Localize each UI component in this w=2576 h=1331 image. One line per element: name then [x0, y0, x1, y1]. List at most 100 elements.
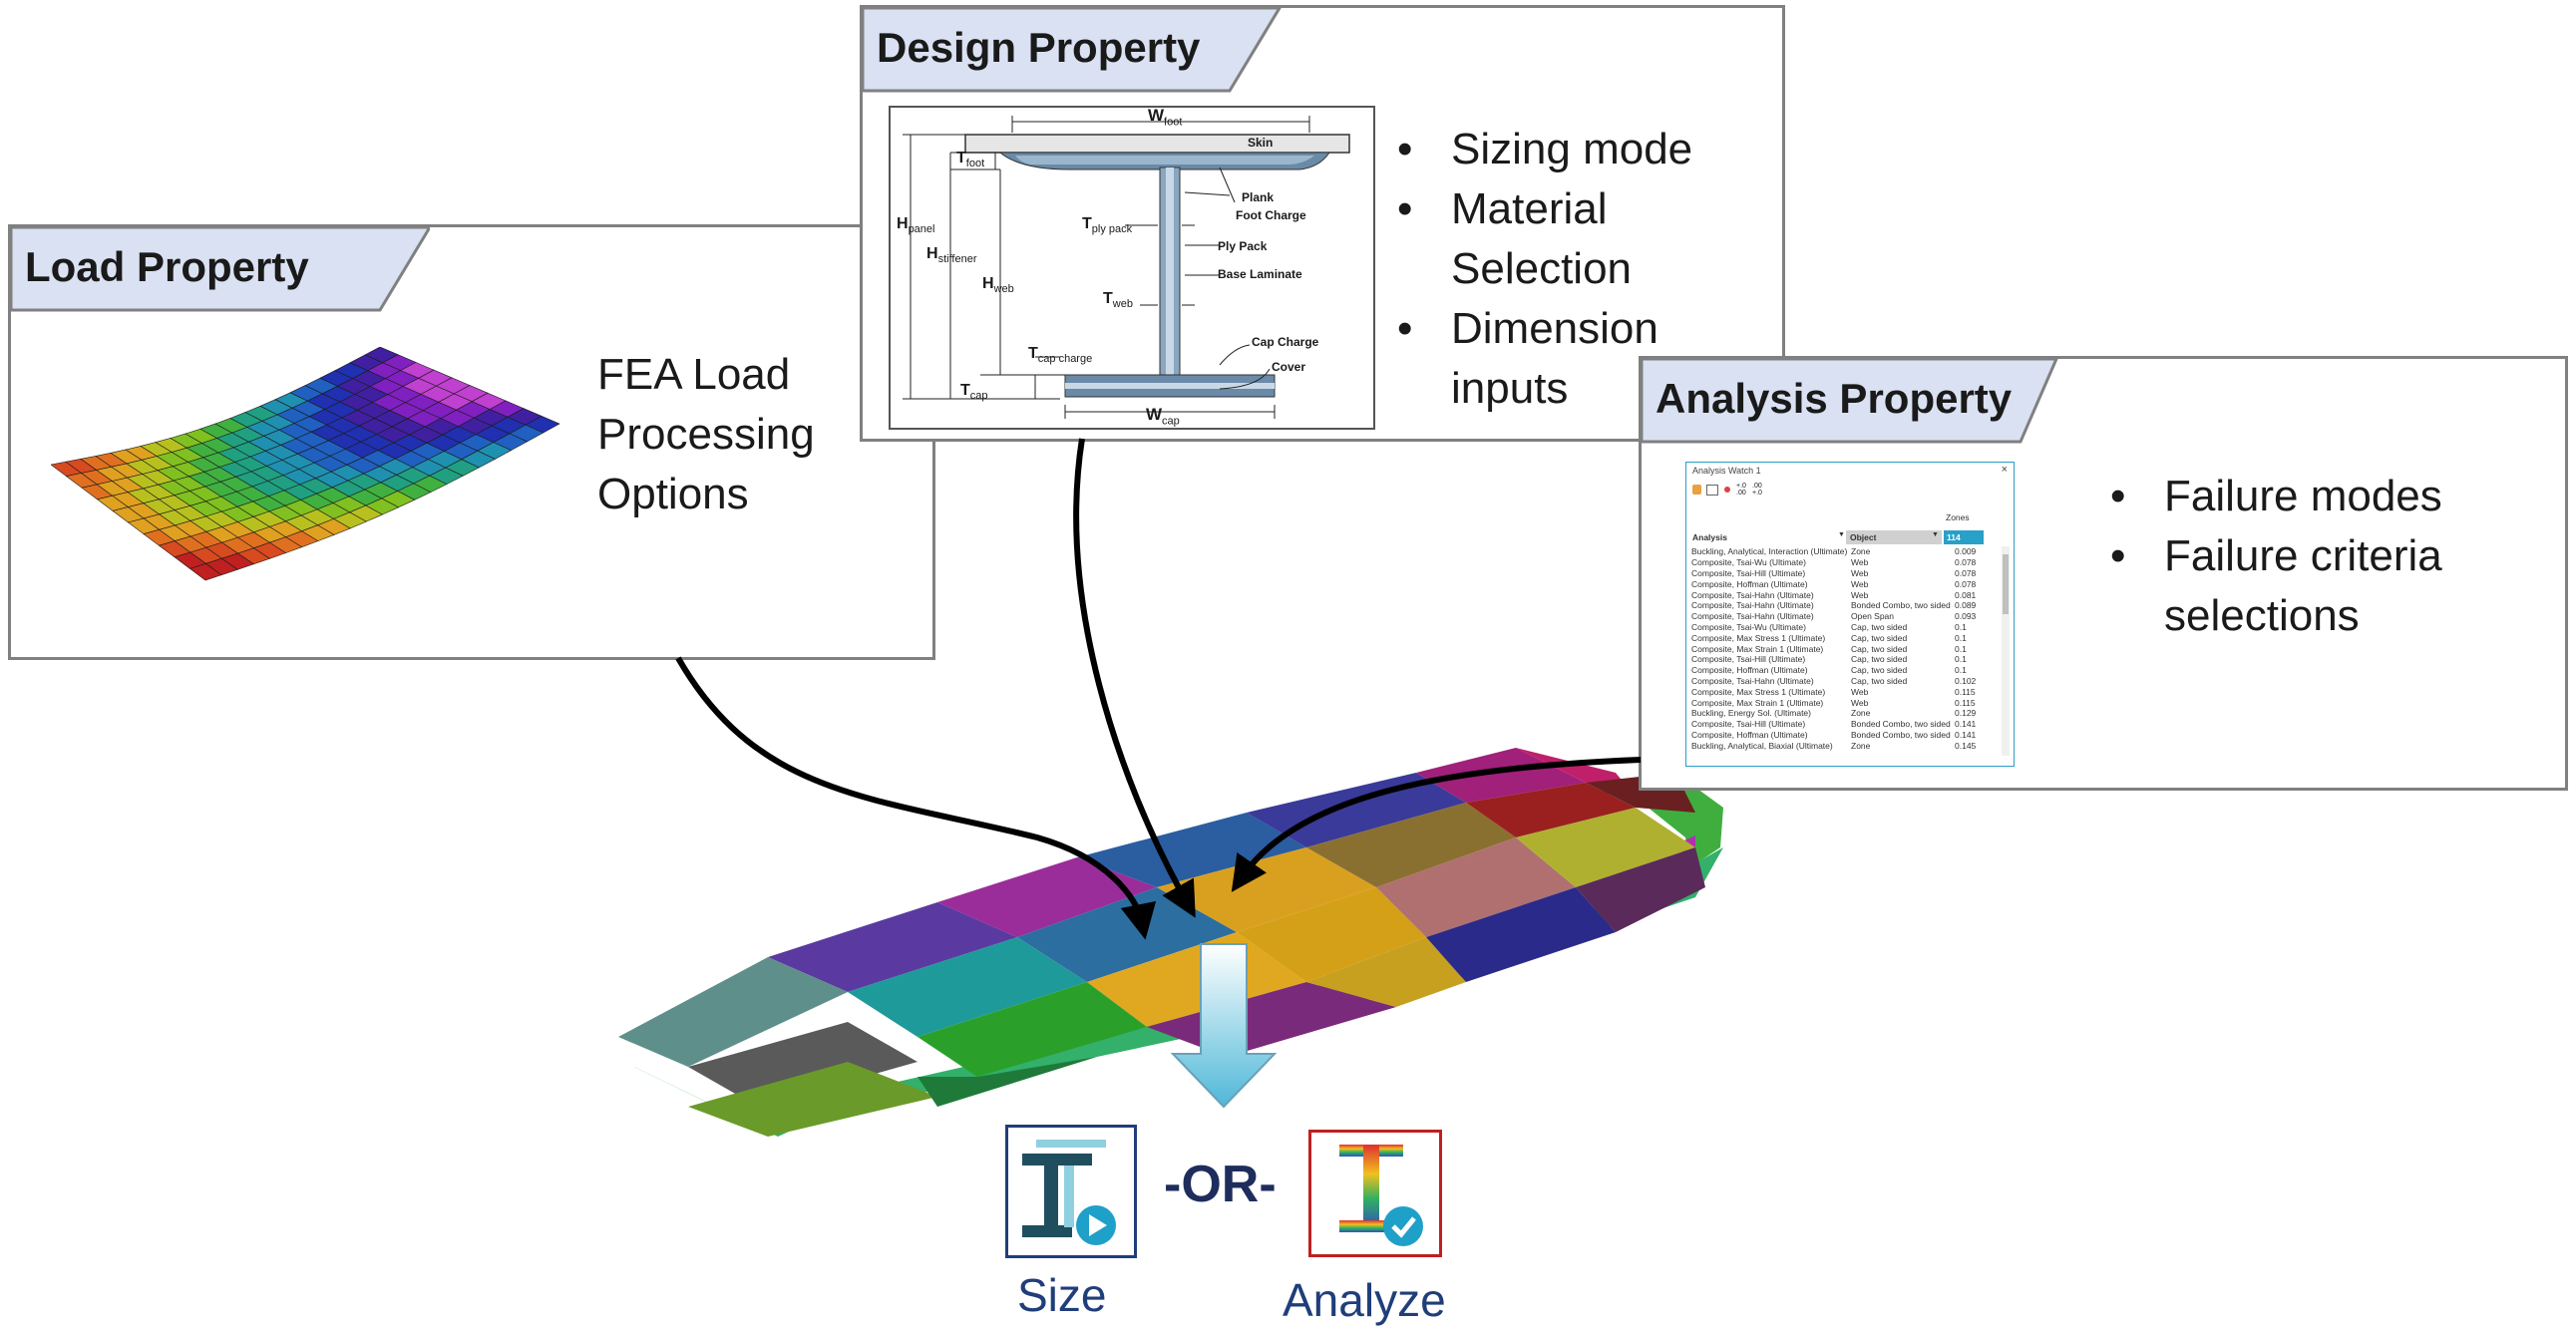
stiffener-diagram-frame: Wfoot Skin Tfoot Plank Foot Charge Hpane… [889, 106, 1375, 430]
wing-panel [918, 982, 1147, 1077]
decimals-decrease-icon[interactable]: .00+.0 [1752, 483, 1762, 497]
object-cell: Web [1851, 567, 1869, 578]
table-row[interactable]: Composite, Hoffman (Ultimate) Bonded Comb… [1688, 730, 1998, 741]
analyze-button[interactable] [1308, 1130, 1442, 1257]
cap-charge-label: Cap Charge [1252, 335, 1319, 349]
value-cell: 0.115 [1955, 697, 1976, 708]
table-row[interactable]: Composite, Tsai-Hill (Ultimate) Cap, two … [1688, 654, 1998, 665]
table-row[interactable]: Composite, Tsai-Hahn (Ultimate)Open Span… [1688, 611, 1998, 622]
analysis-cell: Composite, Tsai-Hill (Ultimate) [1691, 719, 1806, 730]
eraser-icon[interactable] [1724, 487, 1730, 493]
object-cell: Bonded Combo, two sided [1851, 729, 1951, 740]
object-cell: Web [1851, 589, 1869, 600]
wing-panel [918, 1057, 1097, 1107]
analysis-cell: Composite, Hoffman (Ultimate) [1691, 578, 1808, 589]
analysis-cell: Composite, Tsai-Hahn (Ultimate) [1691, 589, 1814, 600]
wing-panel [848, 937, 1087, 1037]
h-panel-sub: panel [908, 223, 935, 236]
wing-panel [1087, 932, 1306, 1027]
table-row[interactable]: Composite, Hoffman (Ultimate) Web 0.078 [1688, 578, 1998, 589]
t-web-label: T [1103, 290, 1113, 307]
analysis-results-table: Buckling, Analytical, Interaction (Ultim… [1688, 546, 1998, 751]
frame-icon[interactable] [1706, 485, 1718, 496]
close-icon[interactable]: × [2001, 464, 2008, 476]
h-stiffener-label: H [926, 245, 938, 262]
lock-icon[interactable] [1692, 485, 1701, 495]
value-cell: 0.141 [1955, 719, 1977, 730]
filter-icon[interactable]: ▼ [1932, 531, 1939, 538]
size-button[interactable] [1005, 1125, 1137, 1258]
table-row[interactable]: Composite, Hoffman (Ultimate)Cap, two si… [1688, 665, 1998, 676]
table-row[interactable]: Composite, Tsai-Hahn (Ultimate)Cap, two … [1688, 676, 1998, 687]
object-cell: Bonded Combo, two sided [1851, 600, 1951, 611]
t-foot-label: T [956, 150, 966, 166]
analysis-cell: Composite, Max Stress 1 (Ultimate) [1691, 632, 1826, 643]
design-property-title: Design Property [877, 24, 1201, 71]
value-cell: 0.1 [1955, 621, 1967, 632]
analysis-cell: Buckling, Energy Sol. (Ultimate) [1691, 708, 1811, 719]
table-row[interactable]: Composite, Tsai-Hahn (Ultimate) Web 0.081 [1688, 589, 1998, 600]
analysis-cell: Composite, Tsai-Hahn (Ultimate) [1691, 611, 1814, 622]
filter-icon[interactable]: ▼ [1838, 531, 1845, 538]
table-row[interactable]: Buckling, Analytical, Interaction (Ultim… [1688, 546, 1998, 557]
fea-mesh-cell [525, 415, 560, 434]
t-cap-charge-sub: cap charge [1037, 353, 1093, 366]
wing-panel [1426, 887, 1616, 982]
scrollbar-thumb[interactable] [2003, 554, 2009, 614]
ply-pack-label: Ply Pack [1218, 239, 1268, 253]
analysis-cell: Composite, Tsai-Wu (Ultimate) [1691, 557, 1806, 568]
column-header-object[interactable]: Object [1850, 532, 1877, 542]
analysis-property-panel: Analysis Property Analysis Watch 1 × +.0… [1639, 356, 2568, 791]
table-row[interactable]: Composite, Max Stress 1 (Ultimate) Cap, t… [1688, 632, 1998, 643]
analysis-bullet-text: Failure criteria [2164, 531, 2442, 580]
size-icon [1022, 1140, 1116, 1245]
value-cell: 0.078 [1955, 578, 1977, 589]
or-label: -OR- [1164, 1156, 1277, 1213]
zone-id: 114 [1947, 532, 1961, 542]
design-bullet-text-cont: Selection [1451, 244, 1633, 293]
analysis-bullet-text-cont: selections [2164, 591, 2360, 640]
table-row[interactable]: Composite, Max Strain 1 (Ultimate)Cap, t… [1688, 643, 1998, 654]
object-cell: Web [1851, 557, 1869, 568]
analysis-cell: Composite, Tsai-Hill (Ultimate) [1691, 654, 1806, 665]
t-web-sub: web [1112, 298, 1133, 311]
stiffener-diagram [903, 116, 1350, 419]
analysis-cell: Composite, Tsai-Hill (Ultimate) [1691, 567, 1806, 578]
value-cell: 0.1 [1955, 632, 1967, 643]
object-cell: Cap, two sided [1851, 654, 1908, 665]
column-header-analysis[interactable]: Analysis [1692, 532, 1727, 542]
object-cell: Web [1851, 578, 1869, 589]
table-row[interactable]: Composite, Tsai-Wu (Ultimate)Cap, two si… [1688, 622, 1998, 633]
value-cell: 0.145 [1955, 740, 1977, 751]
table-row[interactable]: Composite, Tsai-Hill (Ultimate)Bonded Co… [1688, 719, 1998, 730]
object-cell: Zone [1851, 546, 1871, 557]
design-bullet-text-cont: inputs [1451, 364, 1569, 413]
object-cell: Cap, two sided [1851, 621, 1908, 632]
fea-load-line: Processing [597, 410, 815, 459]
t-foot-sub: foot [965, 158, 985, 170]
h-web-label: H [982, 275, 994, 292]
h-stiffener-sub: stiffener [937, 253, 977, 266]
analysis-cell: Composite, Hoffman (Ultimate) [1691, 729, 1808, 740]
analyze-label: Analyze [1283, 1274, 1446, 1326]
table-row[interactable]: Composite, Tsai-Hahn (Ultimate) Bonded Co… [1688, 600, 1998, 611]
analysis-cell: Composite, Hoffman (Ultimate) [1691, 665, 1808, 676]
analysis-bullet-list: Failure modes Failure criteria selections [2100, 467, 2442, 646]
object-cell: Cap, two sided [1851, 632, 1908, 643]
analysis-bullet-item: Failure modes [2100, 467, 2442, 526]
zone-column-header[interactable]: 114 [1944, 530, 1984, 544]
table-row[interactable]: Buckling, Analytical, Biaxial (Ultimate)… [1688, 740, 1998, 751]
value-cell: 0.081 [1955, 589, 1977, 600]
value-cell: 0.102 [1955, 675, 1977, 686]
analysis-cell: Composite, Tsai-Hahn (Ultimate) [1691, 600, 1814, 611]
scrollbar[interactable] [2002, 546, 2010, 756]
decimals-increase-icon[interactable]: +.0.00 [1736, 483, 1746, 497]
